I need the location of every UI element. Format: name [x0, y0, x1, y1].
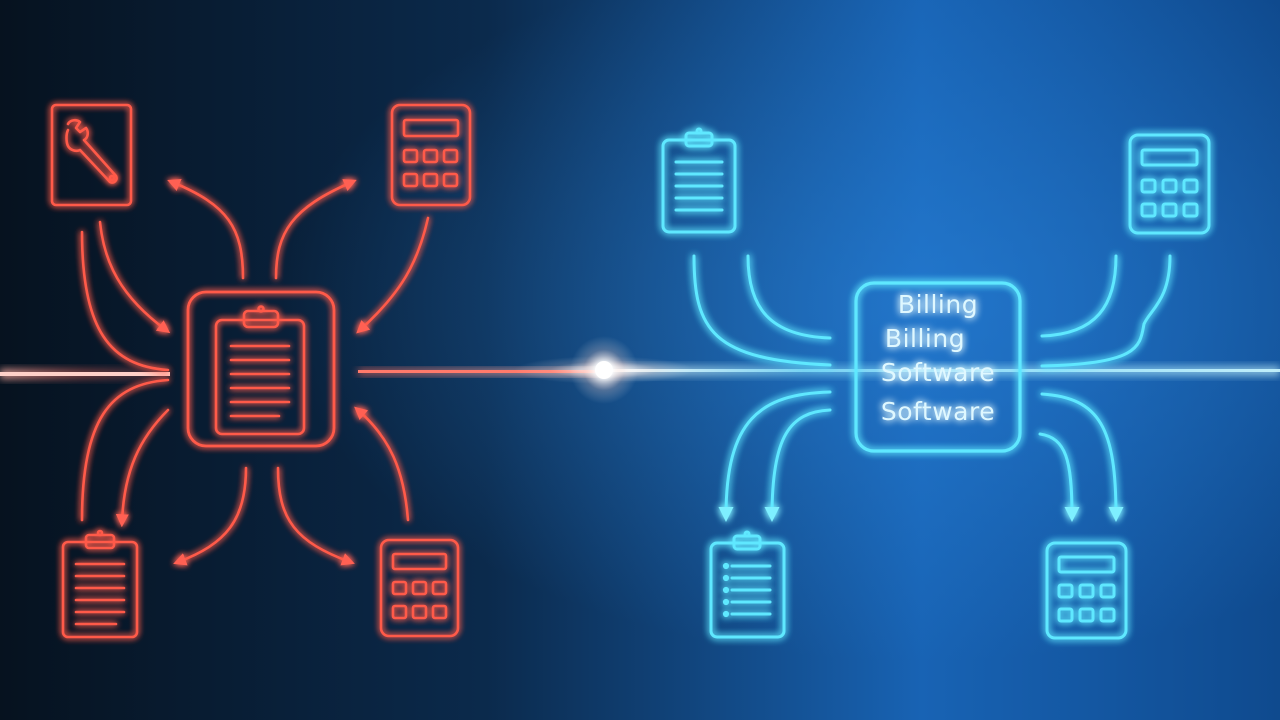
hub-label-line-4: Software	[881, 397, 995, 426]
right-group	[661, 127, 1211, 640]
left-node-bottom-right	[379, 538, 460, 638]
arrow-hub-to-bottom-left-inner	[764, 408, 832, 522]
arrow-hub-to-top-left	[167, 178, 245, 280]
right-node-bottom-left	[709, 530, 786, 639]
calculator-icon	[402, 118, 460, 188]
connector-top-left-inner	[746, 254, 832, 340]
center-flare	[514, 336, 694, 404]
hub-label-line-3: Software	[881, 358, 995, 387]
connector-top-left-outer	[80, 230, 170, 372]
connector-top-right-inner	[1040, 254, 1118, 338]
clipboard-icon	[61, 529, 139, 639]
wrench-icon	[65, 118, 118, 184]
arrow-top-right-to-hub	[356, 216, 430, 334]
arrow-hub-to-bottom-left-outer	[718, 390, 832, 522]
right-hub	[854, 281, 1022, 453]
left-node-top-right	[390, 103, 472, 207]
arrow-hub-to-bottom-right	[276, 466, 355, 566]
clipboard-icon	[661, 127, 737, 234]
arrow-hub-to-bottom-right-outer	[1040, 392, 1124, 522]
calculator-icon	[391, 552, 448, 620]
connector-top-left-outer	[692, 254, 832, 367]
horizontal-beam	[0, 366, 1280, 379]
left-node-top-left	[50, 103, 133, 207]
hub-label-line-1: Billing	[898, 290, 978, 319]
connector-bottom-left-outer	[80, 378, 170, 522]
arrow-top-left-to-hub	[98, 220, 171, 334]
arrow-hub-to-top-right	[274, 179, 357, 280]
left-hub	[186, 290, 336, 448]
left-connectors	[80, 178, 430, 566]
arrow-hub-to-bottom-right-inner	[1038, 432, 1080, 522]
hub-label-line-2: Billing	[885, 324, 965, 353]
arrow-hub-to-bottom-left	[173, 466, 248, 566]
right-node-top-right	[1128, 133, 1211, 235]
left-node-bottom-left	[61, 529, 139, 639]
right-connectors	[692, 254, 1172, 522]
connector-top-right-outer	[1040, 254, 1172, 368]
clipboard-icon	[709, 530, 786, 639]
right-node-bottom-right	[1045, 541, 1128, 640]
hub-label: Billing Billing Software Software	[881, 290, 995, 426]
clipboard-icon	[214, 305, 306, 436]
right-node-top-left	[661, 127, 737, 234]
arrow-hub-to-bottom-left-node	[115, 408, 170, 528]
calculator-icon	[1140, 148, 1199, 218]
arrow-bottom-right-to-hub	[354, 406, 410, 522]
left-group	[50, 103, 472, 639]
calculator-icon	[1057, 555, 1116, 623]
